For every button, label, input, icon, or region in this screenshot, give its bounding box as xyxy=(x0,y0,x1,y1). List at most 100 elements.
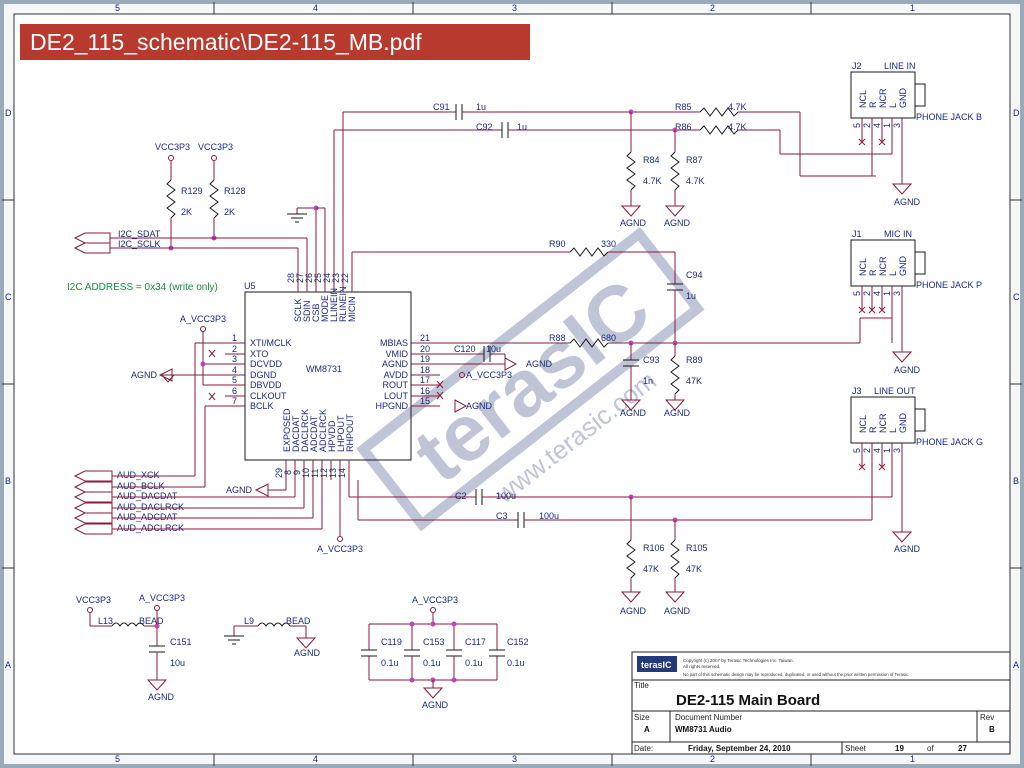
pin-name: HPGND xyxy=(375,401,408,411)
jack-j3: J3 LINE OUT NCL R NCR L GND PHONE JACK G… xyxy=(850,386,983,554)
total-sheets: 27 xyxy=(958,744,967,753)
docnum-value: WM8731 Audio xyxy=(675,725,732,734)
c119-ref: C119 xyxy=(381,637,402,647)
r89-ref: R89 xyxy=(686,355,703,365)
line-in-network: C91 1u C92 1u R85 4.7K R86 4.7K R84 4.7K… xyxy=(333,102,876,270)
jack-pin: GND xyxy=(898,88,908,109)
chip-bottom-pins: 29 8 9 10 11 12 13 14 EXPOSED DACDAT DAC… xyxy=(274,408,355,480)
r105-val: 47K xyxy=(686,564,702,574)
col-marker: 2 xyxy=(710,3,715,13)
agnd-label: AGND xyxy=(620,218,647,228)
pin-num: 9 xyxy=(292,470,302,475)
pin-num: 10 xyxy=(301,468,311,478)
pin-num: 29 xyxy=(274,468,284,478)
r86-ref: R86 xyxy=(675,122,692,132)
jack-pin: L xyxy=(888,103,898,108)
c93-val: 1n xyxy=(643,376,653,386)
pin-name: XTI/MCLK xyxy=(250,338,292,348)
agnd-label: AGND xyxy=(894,197,921,207)
c92-ref: C92 xyxy=(476,122,493,132)
chip-name: WM8731 xyxy=(306,364,342,374)
agnd-label: AGND xyxy=(294,648,321,658)
c91-ref: C91 xyxy=(433,102,450,112)
pin-num: 18 xyxy=(420,365,430,375)
row-marker: C xyxy=(5,292,12,302)
document-path-banner: DE2_115_schematic\DE2-115_MB.pdf xyxy=(20,24,530,60)
pin-name: RHPOUT xyxy=(345,413,355,452)
c117-val: 0.1u xyxy=(465,658,483,668)
c92-val: 1u xyxy=(517,122,527,132)
r129-val: 2K xyxy=(181,207,192,217)
l9-ref: L9 xyxy=(244,616,254,626)
agnd-label: AGND xyxy=(664,218,691,228)
row-marker: B xyxy=(5,476,11,486)
pin-name: ADCLRCK xyxy=(318,409,328,452)
aud-signal-label: AUD_BCLK xyxy=(117,481,165,491)
pin-name: SCLK xyxy=(293,298,303,322)
r87-ref: R87 xyxy=(686,155,703,165)
jack-j1: J1 MIC IN NCL R NCR L GND PHONE JACK P 5… xyxy=(850,229,982,375)
jack-pin: GND xyxy=(898,413,908,434)
jack-num: 1 xyxy=(882,448,892,453)
pin-num: 25 xyxy=(313,273,323,283)
c120-val: 10u xyxy=(486,344,501,354)
c91-val: 1u xyxy=(476,102,486,112)
col-marker: 2 xyxy=(710,754,715,764)
pin-num: 13 xyxy=(328,468,338,478)
pin-name: XTO xyxy=(250,349,268,359)
l13-val: BEAD xyxy=(139,616,164,626)
vcc3p3-label: VCC3P3 xyxy=(155,142,190,152)
left-side-wires: A_VCC3P3 AGND xyxy=(131,314,226,487)
jack-pin: NCR xyxy=(878,413,888,433)
pin-num: 12 xyxy=(319,468,329,478)
agnd-label: AGND xyxy=(894,544,921,554)
jack-title: LINE OUT xyxy=(874,386,916,396)
c3-ref: C3 xyxy=(496,511,508,521)
c119-val: 0.1u xyxy=(381,658,399,668)
c152-val: 0.1u xyxy=(507,658,525,668)
jack-num: 2 xyxy=(862,291,872,296)
docnum-label: Document Number xyxy=(675,713,742,722)
pin-num: 17 xyxy=(420,375,430,385)
jack-num: 3 xyxy=(892,123,902,128)
r128-val: 2K xyxy=(224,207,235,217)
pin-num: 6 xyxy=(232,386,237,396)
pin-name: DGND xyxy=(250,370,277,380)
jack-num: 5 xyxy=(852,291,862,296)
pin-name: DCVDD xyxy=(250,359,283,369)
pin-num: 14 xyxy=(337,468,347,478)
r88-val: 680 xyxy=(601,333,616,343)
pin-name: SDIN xyxy=(302,300,312,322)
pin-num: 3 xyxy=(232,354,237,364)
col-marker: 4 xyxy=(313,3,318,13)
r106-ref: R106 xyxy=(643,543,665,553)
a-vcc3p3-label: A_VCC3P3 xyxy=(412,595,458,605)
jack-num: 4 xyxy=(872,123,882,128)
jack-ref: J2 xyxy=(852,61,862,71)
pin-num: 23 xyxy=(331,273,341,283)
r88-ref: R88 xyxy=(549,333,566,343)
c151-val: 10u xyxy=(170,658,185,668)
vcc3p3-label: VCC3P3 xyxy=(76,595,111,605)
agnd-label: AGND xyxy=(620,408,647,418)
c2-ref: C2 xyxy=(455,491,467,501)
col-marker: 1 xyxy=(910,754,915,764)
pin-num: 19 xyxy=(420,354,430,364)
logo-text: terasIC xyxy=(641,660,672,670)
jack-ref: J3 xyxy=(852,386,862,396)
jack-pin: R xyxy=(868,426,878,433)
a-vcc3p3-label: A_VCC3P3 xyxy=(317,544,363,554)
line-out-network: C2 100u C3 100u R106 47K R105 47K AGND A… xyxy=(348,480,880,616)
jack-num: 4 xyxy=(872,448,882,453)
agnd-label: AGND xyxy=(226,485,253,495)
wm8731-chip: U5 WM8731 xyxy=(244,281,412,461)
jack-pin: NCL xyxy=(858,415,868,433)
pin-num: 21 xyxy=(420,333,430,343)
pin-name: ROUT xyxy=(383,380,409,390)
pin-num: 27 xyxy=(295,273,305,283)
jack-pin: R xyxy=(868,269,878,276)
pin-name: AVDD xyxy=(384,370,409,380)
r90-ref: R90 xyxy=(549,239,566,249)
pin-num: 4 xyxy=(232,365,237,375)
jack-pin: NCR xyxy=(878,256,888,276)
